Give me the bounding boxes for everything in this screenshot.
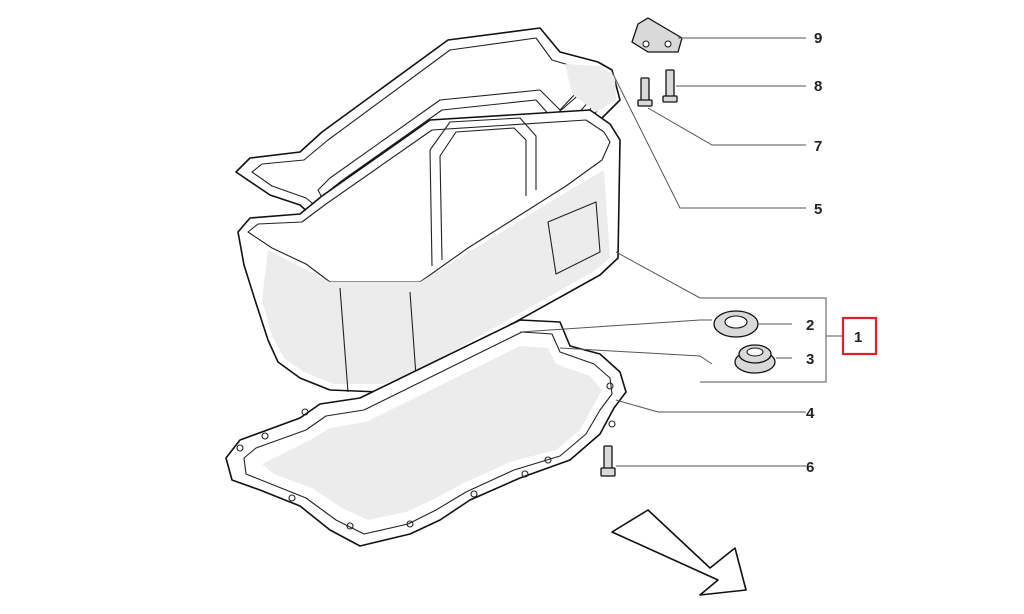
direction-arrow-icon xyxy=(611,509,747,596)
callout-1: 1 xyxy=(854,329,862,346)
callout-7: 7 xyxy=(814,138,822,155)
plate-icon xyxy=(631,17,683,53)
seal-ring-icon xyxy=(713,310,759,338)
oil-pan-icon xyxy=(237,109,621,393)
bolt-icon xyxy=(600,445,616,477)
callout-4: 4 xyxy=(806,405,815,422)
callout-2: 2 xyxy=(806,317,814,334)
highlight-box xyxy=(841,316,878,356)
bolt-icon xyxy=(637,69,678,107)
drain-plug-icon xyxy=(734,344,776,374)
baffle-plate-icon xyxy=(225,319,627,547)
callout-8: 8 xyxy=(814,78,822,95)
callout-5: 5 xyxy=(814,201,822,218)
leader-lines xyxy=(519,37,842,467)
callout-9: 9 xyxy=(814,30,822,47)
callout-6: 6 xyxy=(806,459,814,476)
callout-3: 3 xyxy=(806,351,814,368)
